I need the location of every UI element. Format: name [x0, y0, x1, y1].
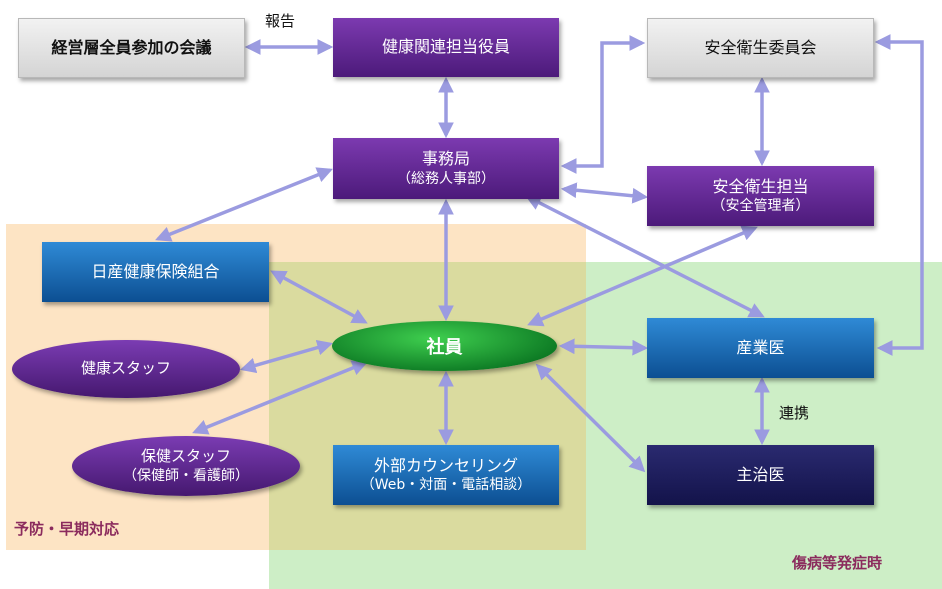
industrial-physician-label: 産業医	[736, 337, 785, 357]
health-care-staff-label: 保健スタッフ	[140, 447, 231, 466]
report-label: 報告	[265, 12, 296, 30]
safety-manager-label: 安全衛生担当	[712, 176, 809, 196]
employee-node: 社員	[332, 321, 557, 371]
health-insurance-label: 日産健康保険組合	[91, 261, 220, 281]
arrow-healthstaff-employee	[239, 339, 334, 374]
arrow-insurance-employee	[270, 270, 368, 324]
health-officer-box: 健康関連担当役員	[333, 18, 559, 77]
attending-physician-label: 主治医	[736, 464, 785, 484]
arrow-carestaff-employee	[192, 360, 368, 435]
management-meeting-label: 経営層全員参加の会議	[51, 37, 212, 57]
external-counseling-label: 外部カウンセリング	[373, 455, 518, 475]
safety-manager-box: 安全衛生担当 （安全管理者）	[647, 166, 874, 226]
health-insurance-box: 日産健康保険組合	[42, 242, 269, 302]
prevention-zone-label: 予防・早期対応	[14, 520, 120, 538]
industrial-physician-box: 産業医	[647, 318, 874, 378]
health-care-staff-node: 保健スタッフ （保健師・看護師）	[72, 436, 300, 496]
arrow-employee-physician	[558, 338, 649, 356]
health-staff-label: 健康スタッフ	[80, 359, 171, 378]
arrow-employee-attending	[535, 363, 646, 473]
arrow-committee-physician	[874, 34, 924, 356]
safety-manager-sublabel: （安全管理者）	[711, 198, 810, 215]
arrow-secretariat-committee	[560, 35, 646, 174]
employee-label: 社員	[426, 337, 463, 358]
health-officer-label: 健康関連担当役員	[381, 37, 510, 57]
external-counseling-box: 外部カウンセリング （Web・対面・電話相談）	[333, 445, 559, 505]
illness-zone-label: 傷病等発症時	[792, 554, 883, 572]
arrow-secretariat-manager	[560, 182, 649, 204]
safety-committee-box: 安全衛生委員会	[647, 18, 874, 78]
health-staff-node: 健康スタッフ	[12, 340, 240, 398]
external-counseling-sublabel: （Web・対面・電話相談）	[360, 477, 532, 494]
cooperation-label: 連携	[779, 404, 810, 422]
safety-committee-label: 安全衛生委員会	[704, 37, 817, 57]
arrow-manager-employee	[527, 225, 758, 327]
management-meeting-box: 経営層全員参加の会議	[18, 18, 245, 78]
secretariat-label: 事務局	[421, 149, 470, 168]
attending-physician-box: 主治医	[647, 445, 874, 505]
secretariat-sublabel: （総務人事部）	[397, 170, 495, 187]
arrow-secretariat-insurance	[155, 167, 333, 242]
secretariat-box: 事務局 （総務人事部）	[333, 138, 559, 199]
health-care-staff-sublabel: （保健師・看護師）	[123, 467, 249, 484]
